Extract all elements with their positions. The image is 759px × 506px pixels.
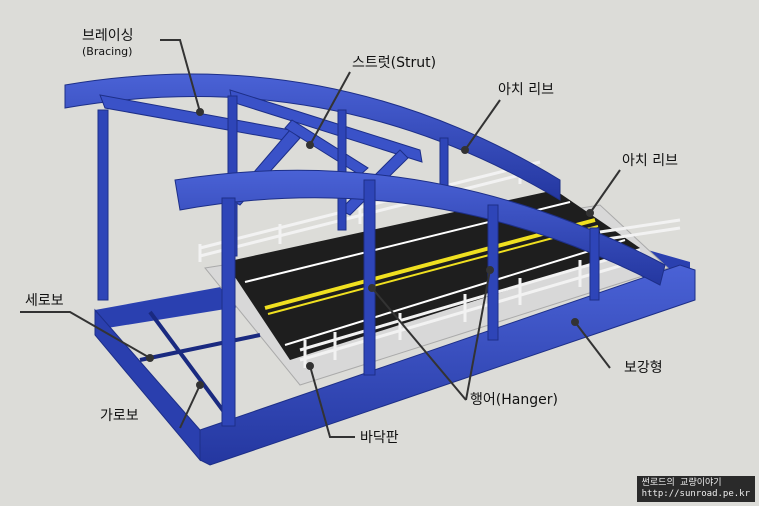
label-deck-slab: 바닥판: [360, 430, 399, 446]
label-bracing: 브레이싱 (Bracing): [82, 28, 134, 58]
watermark-url: http://sunroad.pe.kr: [641, 489, 750, 499]
label-cross-beam: 세로보: [25, 293, 64, 309]
near-arch-rib: [174, 169, 666, 286]
label-arch-rib-1: 아치 리브: [498, 82, 554, 98]
end-cross-girder: [94, 308, 201, 462]
label-hanger: 행어(Hanger): [470, 392, 558, 408]
label-strut: 스트럿(Strut): [352, 55, 437, 71]
near-railing: [299, 248, 641, 368]
far-arch-rib: [64, 73, 561, 201]
label-bracing-en: (Bracing): [82, 45, 133, 58]
watermark-title: 썬로드의 교량이야기: [641, 478, 722, 488]
leader-lines: [20, 39, 621, 438]
watermark: 썬로드의 교량이야기 http://sunroad.pe.kr: [636, 476, 755, 502]
lane-line: [284, 239, 626, 346]
cross-beams: [139, 310, 261, 422]
label-stringer: 가로보: [100, 408, 139, 424]
label-stiffening-girder: 보강형: [624, 360, 663, 376]
road-centerline: [264, 218, 596, 310]
label-arch-rib-2: 아치 리브: [622, 153, 678, 169]
